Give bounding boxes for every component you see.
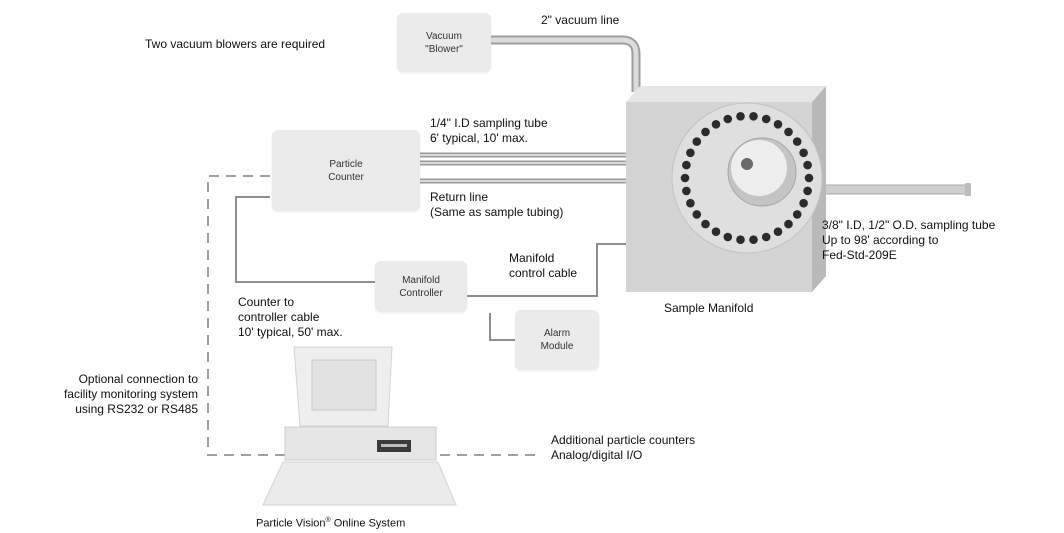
manifold-port	[723, 232, 733, 242]
manifold-ports	[680, 112, 814, 244]
manifold-control-cable	[467, 243, 628, 297]
manifold-port	[711, 120, 721, 129]
manifold-control-cable-label: Manifold control cable	[509, 251, 578, 280]
alarm-module-box: Alarm Module	[515, 310, 599, 370]
manifold-port	[784, 127, 793, 137]
particle-counter-box: Particle Counter	[272, 130, 420, 211]
registered-mark: ®	[325, 517, 331, 524]
manifold-port	[686, 148, 695, 158]
manifold-port	[692, 137, 702, 146]
manifold-port	[773, 120, 783, 129]
manifold-port	[723, 114, 733, 124]
manifold-port	[701, 127, 710, 137]
manifold-port	[682, 186, 691, 196]
manifold-port	[803, 160, 812, 170]
manifold-port	[803, 186, 812, 196]
manifold-port	[784, 219, 793, 229]
manifold-port	[736, 235, 745, 244]
manifold-port	[701, 219, 710, 229]
counter-controller-cable	[235, 196, 375, 283]
sample-manifold	[626, 86, 826, 292]
manifold-hub-icon	[741, 158, 753, 170]
return-line-label: Return line (Same as sample tubing)	[430, 190, 564, 219]
additional-counters-label: Additional particle counters Analog/digi…	[551, 433, 696, 462]
manifold-port	[736, 112, 745, 121]
manifold-port	[799, 148, 808, 158]
dashed-connection-line	[207, 175, 540, 456]
manifold-port	[680, 173, 690, 183]
manifold-port	[761, 114, 771, 124]
manifold-port	[692, 210, 702, 219]
sampling-tube-label: 1/4" I.D sampling tube 6' typical, 10' m…	[430, 116, 548, 145]
computer-workstation	[262, 346, 457, 506]
counter-controller-cable-label: Counter to controller cable 10' typical,…	[238, 295, 343, 339]
vacuum-line-pipe	[490, 35, 641, 92]
manifold-port	[749, 112, 758, 121]
vacuum-blower-box: Vacuum "Blower"	[397, 13, 491, 72]
manifold-port	[804, 173, 814, 183]
manifold-outlet-tube	[811, 183, 971, 196]
manifold-port	[792, 210, 802, 219]
manifold-tube-label: 3/8" I.D, 1/2" O.D. sampling tube Up to …	[822, 218, 996, 262]
sampling-tubes	[420, 152, 627, 184]
manifold-port	[761, 232, 771, 242]
manifold-port	[682, 160, 691, 170]
manifold-port	[773, 227, 783, 236]
monitor-screen	[311, 359, 377, 411]
manifold-port	[799, 198, 808, 208]
manifold-port	[711, 227, 721, 236]
manifold-controller-box: Manifold Controller	[375, 261, 467, 312]
keyboard	[262, 461, 457, 506]
alarm-cable	[489, 313, 515, 341]
manifold-port	[749, 235, 758, 244]
system-name-label: Particle Vision® Online System	[256, 517, 406, 530]
two-blowers-label: Two vacuum blowers are required	[145, 37, 326, 51]
vacuum-line-label: 2" vacuum line	[541, 13, 620, 27]
sample-manifold-label: Sample Manifold	[664, 301, 754, 315]
manifold-port	[686, 198, 695, 208]
optional-connection-label: Optional connection to facility monitori…	[63, 372, 198, 416]
manifold-port	[792, 137, 802, 146]
